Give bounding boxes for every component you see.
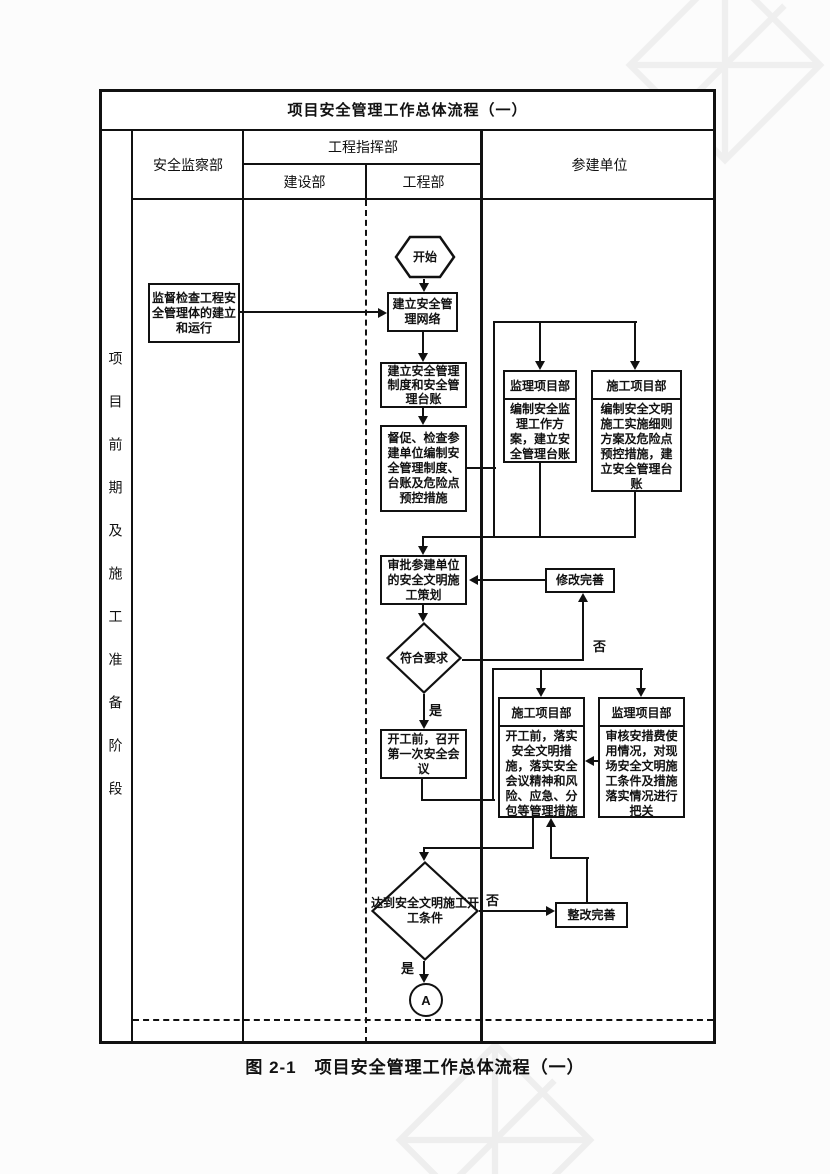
branch-label-yes: 是: [428, 700, 444, 719]
connector-line: [422, 605, 424, 614]
stage-label-vertical: 项目前期及施工准备阶段: [107, 350, 124, 824]
dept-box-construction-2: 施工项目部 开工前，落实安全文明措施，落实安全会议精神和风险、应急、分包等管理措…: [498, 697, 585, 818]
dept-box-body: 开工前，落实安全文明措施，落实安全会议精神和风险、应急、分包等管理措施: [505, 729, 578, 818]
connector-line: [493, 321, 637, 323]
process-meeting: 开工前，召开第一次安全会议: [380, 729, 467, 779]
connector-line: [423, 694, 425, 721]
process-revise: 修改完善: [545, 568, 615, 593]
arrowhead: [418, 613, 428, 622]
lane-header-participants: 参建单位: [571, 156, 628, 173]
connector-line: [532, 818, 534, 849]
arrowhead: [585, 756, 594, 766]
arrowhead: [419, 720, 429, 729]
process-rectify: 整改完善: [555, 902, 628, 928]
dept-box-header: 施工项目部: [500, 699, 583, 727]
arrowhead: [378, 308, 387, 318]
lane-divider-stage: [131, 129, 133, 1043]
arrowhead: [419, 974, 429, 983]
arrowhead: [535, 361, 545, 370]
connector-line: [593, 760, 599, 762]
connector-line: [634, 321, 636, 362]
decision-label: 符合要求: [399, 650, 448, 665]
connector-line: [422, 332, 424, 354]
connector-line: [640, 668, 642, 689]
arrowhead: [630, 361, 640, 370]
arrowhead: [418, 353, 428, 362]
start-label: 开始: [412, 249, 437, 264]
lane-divider-3: [480, 129, 483, 1043]
arrowhead: [418, 416, 428, 425]
connector-line: [492, 668, 643, 670]
lane-divider-2-dashed: [365, 200, 367, 1043]
arrowhead: [546, 818, 556, 827]
rule-title-bottom: [99, 129, 716, 131]
dept-box-supervision-1: 监理项目部 编制安全监理工作方案，建立安全管理台账: [503, 370, 577, 463]
process-system: 建立安全管理制度和安全管理台账: [380, 362, 467, 408]
phase-divider-dashed: [133, 1019, 713, 1021]
connector-line: [423, 847, 534, 849]
decision-label: 达到安全文明施工开工条件: [371, 896, 480, 925]
decision-start-conditions: 达到安全文明施工开工条件: [371, 861, 479, 961]
connector-line: [550, 826, 552, 859]
connector-line: [634, 492, 636, 538]
connector-line: [423, 847, 425, 853]
start-node: 开始: [394, 235, 456, 279]
connector-line: [479, 910, 547, 912]
connector-line: [422, 408, 424, 417]
arrowhead: [419, 852, 429, 861]
connector-line: [478, 579, 545, 581]
figure-caption: 图 2-1 项目安全管理工作总体流程（一）: [245, 1058, 585, 1077]
connector-line: [540, 668, 542, 689]
lane-divider-2-header: [365, 163, 367, 200]
connector-line: [422, 536, 636, 538]
arrowhead: [636, 688, 646, 697]
arrowhead: [578, 593, 588, 602]
process-network: 建立安全管理网络: [387, 292, 458, 332]
connector-line: [550, 857, 589, 859]
connector-line: [467, 467, 496, 469]
connector-line: [539, 321, 541, 362]
lane-divider-1: [242, 129, 244, 1043]
branch-label-no: 否: [485, 890, 501, 909]
branch-label-no: 否: [592, 636, 608, 655]
chart-title: 项目安全管理工作总体流程（一）: [287, 101, 528, 119]
connector-line: [492, 668, 494, 801]
rule-header-bottom: [133, 198, 716, 200]
connector-line: [462, 659, 584, 661]
dept-box-header: 监理项目部: [600, 699, 683, 727]
off-page-connector-a: A: [409, 983, 443, 1017]
arrowhead: [469, 575, 478, 585]
dept-box-header: 施工项目部: [593, 372, 680, 400]
dept-box-header: 监理项目部: [505, 372, 575, 400]
dept-box-construction-1: 施工项目部 编制安全文明施工实施细则方案及危险点预控措施，建立安全管理台账: [591, 370, 682, 492]
connector-line: [422, 536, 424, 547]
rule-subheader: [243, 163, 483, 165]
dept-box-body: 编制安全监理工作方案，建立安全管理台账: [509, 402, 570, 461]
process-approve: 审批参建单位的安全文明施工策划: [380, 555, 467, 605]
connector-line: [421, 799, 495, 801]
dept-box-body: 编制安全文明施工实施细则方案及危险点预控措施，建立安全管理台账: [600, 402, 673, 491]
lane-header-hq-group: 工程指挥部: [328, 139, 398, 155]
connector-line: [582, 601, 584, 660]
connector-line: [423, 279, 425, 284]
lane-header-build-dept: 建设部: [283, 173, 326, 190]
lane-header-eng-dept: 工程部: [402, 173, 445, 190]
dept-box-body: 审核安措费使用情况，对现场安全文明施工条件及措施落实情况进行把关: [605, 729, 678, 818]
dept-box-supervision-2: 监理项目部 审核安措费使用情况，对现场安全文明施工条件及措施落实情况进行把关: [598, 697, 685, 818]
connector-line: [493, 321, 495, 538]
connector-line: [586, 857, 588, 902]
connector-line: [539, 463, 541, 538]
process-supervise: 监督检查工程安全管理体的建立和运行: [148, 283, 240, 343]
arrowhead: [418, 546, 428, 555]
process-urge: 督促、检查参建单位编制安全管理制度、台账及危险点预控措施: [380, 425, 467, 512]
arrowhead: [419, 283, 429, 292]
decision-meets-requirements: 符合要求: [386, 622, 462, 694]
arrowhead: [536, 688, 546, 697]
connector-line: [423, 961, 425, 975]
connector-line: [421, 779, 423, 801]
lane-header-safety-dept: 安全监察部: [153, 156, 223, 173]
arrowhead: [546, 906, 555, 916]
connector-line: [240, 311, 378, 313]
branch-label-yes: 是: [400, 958, 416, 977]
